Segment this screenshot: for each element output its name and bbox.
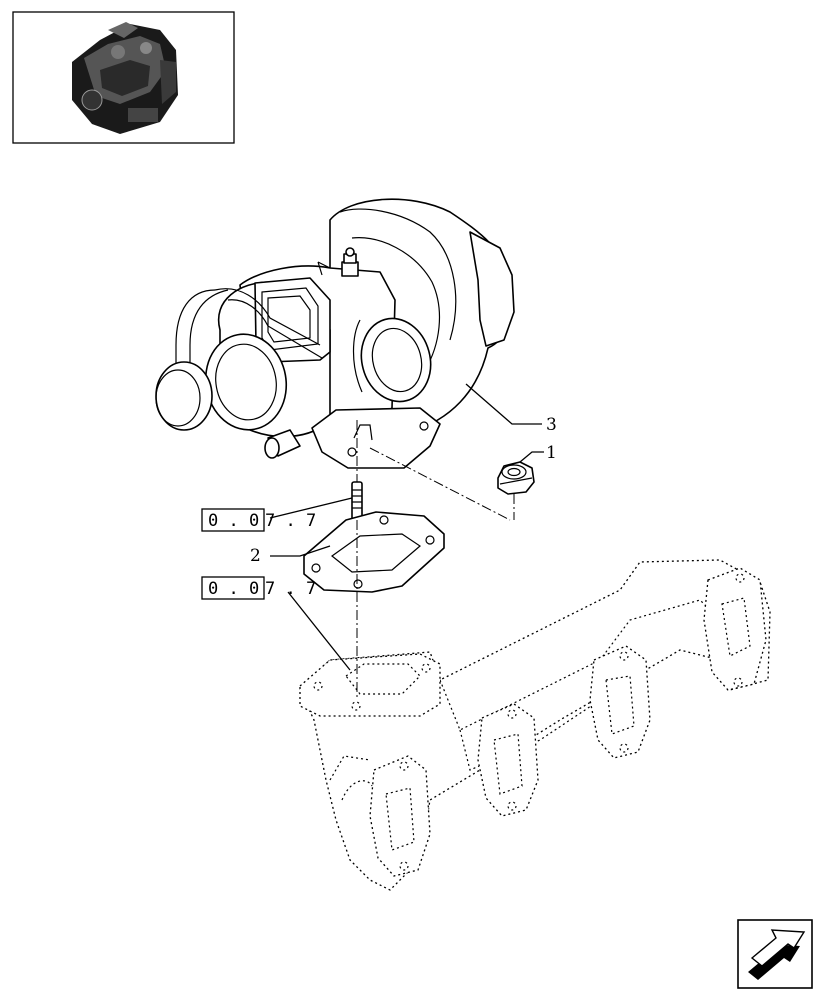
reference-suffix-2: 7 . 7 [265,579,316,599]
reference-box-2[interactable]: 0 . 0 7 . 7 [201,576,316,600]
flange-nut[interactable] [497,461,535,495]
callout-2: 2 [250,546,261,566]
turbo-gasket[interactable] [303,511,445,593]
engine-thumbnail[interactable] [12,11,235,144]
exhaust-manifold-phantom [299,559,771,891]
turbocharger[interactable] [155,198,515,469]
next-page-arrow-icon [748,929,806,980]
engine-thumbnail-icon [72,22,178,134]
reference-box-1[interactable]: 0 . 0 7 . 7 [201,508,316,532]
callout-3: 3 [546,415,557,435]
center-lines [356,420,515,700]
next-page-button[interactable] [737,919,813,989]
reference-code-1: 0 . 0 [208,511,259,531]
reference-suffix-1: 7 . 7 [265,511,316,531]
reference-code-2: 0 . 0 [208,579,259,599]
leader-lines [269,383,544,671]
stud-bolt[interactable] [351,481,363,521]
callout-1: 1 [546,443,557,463]
